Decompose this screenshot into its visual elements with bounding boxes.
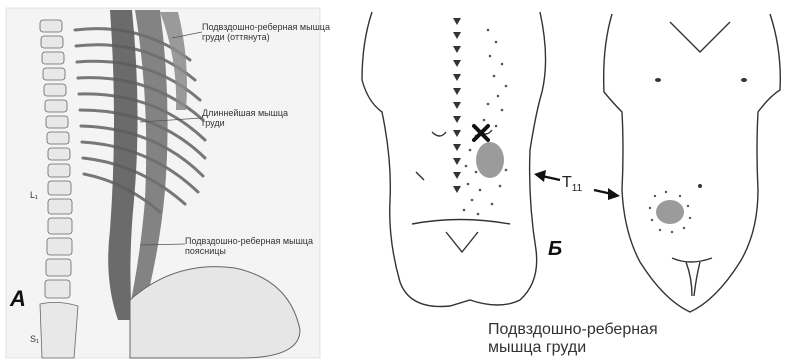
panel-b-caption: Подвздошно-реберная мышца груди xyxy=(488,321,688,358)
panel-a-letter: А xyxy=(10,286,26,312)
vertebra-label-l1: L₁ xyxy=(30,190,38,200)
navel xyxy=(698,184,702,188)
t11-sub: 11 xyxy=(572,183,582,194)
label-longissimus-thoracis: Длиннейшая мышца груди xyxy=(202,108,312,129)
t11-label: T11 xyxy=(562,174,582,194)
vertebra-label-s1: S₁ xyxy=(30,334,39,344)
back-pain-core xyxy=(476,142,504,178)
spine-markers xyxy=(453,18,461,193)
trigger-point-x-icon xyxy=(474,126,488,140)
front-nipples xyxy=(655,78,747,82)
panel-b-letter: Б xyxy=(548,238,562,261)
front-pain-core xyxy=(656,200,684,224)
back-pain-zone xyxy=(463,29,508,216)
label-iliocostalis-lumborum: Подвздошно-реберная мышца поясницы xyxy=(185,236,315,257)
front-figure xyxy=(604,14,781,312)
label-iliocostalis-thoracis: Подвздошно-реберная мышца груди (оттянут… xyxy=(202,22,352,43)
panel-a-illustration xyxy=(6,8,320,358)
t11-main: T xyxy=(562,174,572,191)
